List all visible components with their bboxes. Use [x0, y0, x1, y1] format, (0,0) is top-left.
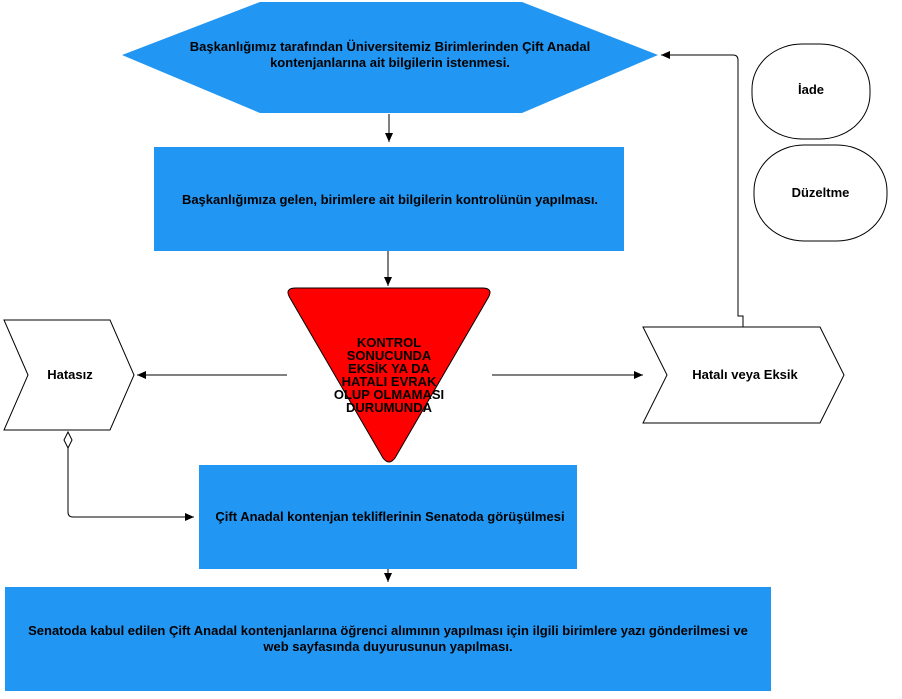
check-label: Başkanlığımıza gelen, birimlere ait bilg… — [181, 192, 599, 207]
senate-label: Çift Anadal kontenjan tekliflerinin Sena… — [215, 509, 565, 524]
diamond-marker-icon — [63, 430, 73, 450]
ok-shape[interactable] — [3, 319, 135, 431]
fix-label: Düzeltme — [791, 185, 850, 200]
error-label: Hatalı veya Eksik — [692, 367, 798, 382]
final-label: Senatoda kabul edilen Çift Anadal konten… — [28, 623, 748, 654]
fix-shape[interactable] — [753, 144, 888, 242]
decision-label: KONTROL SONUCUNDA EKSİK YA DA HATALI EVR… — [333, 335, 445, 415]
return-shape[interactable] — [751, 43, 871, 140]
senate-box[interactable] — [199, 465, 577, 569]
return-label: İade — [797, 82, 824, 97]
decision-triangle[interactable] — [287, 287, 491, 463]
arrow-ok-to-senate — [67, 448, 194, 521]
start-hexagon[interactable] — [122, 2, 658, 113]
arrow-error-to-start — [661, 51, 744, 327]
start-label: Başkanlığımız tarafından Üniversitemiz B… — [189, 39, 591, 70]
check-box[interactable] — [154, 147, 624, 251]
ok-label: Hatasız — [47, 367, 93, 382]
error-shape[interactable] — [642, 326, 845, 424]
final-box[interactable] — [5, 587, 771, 691]
